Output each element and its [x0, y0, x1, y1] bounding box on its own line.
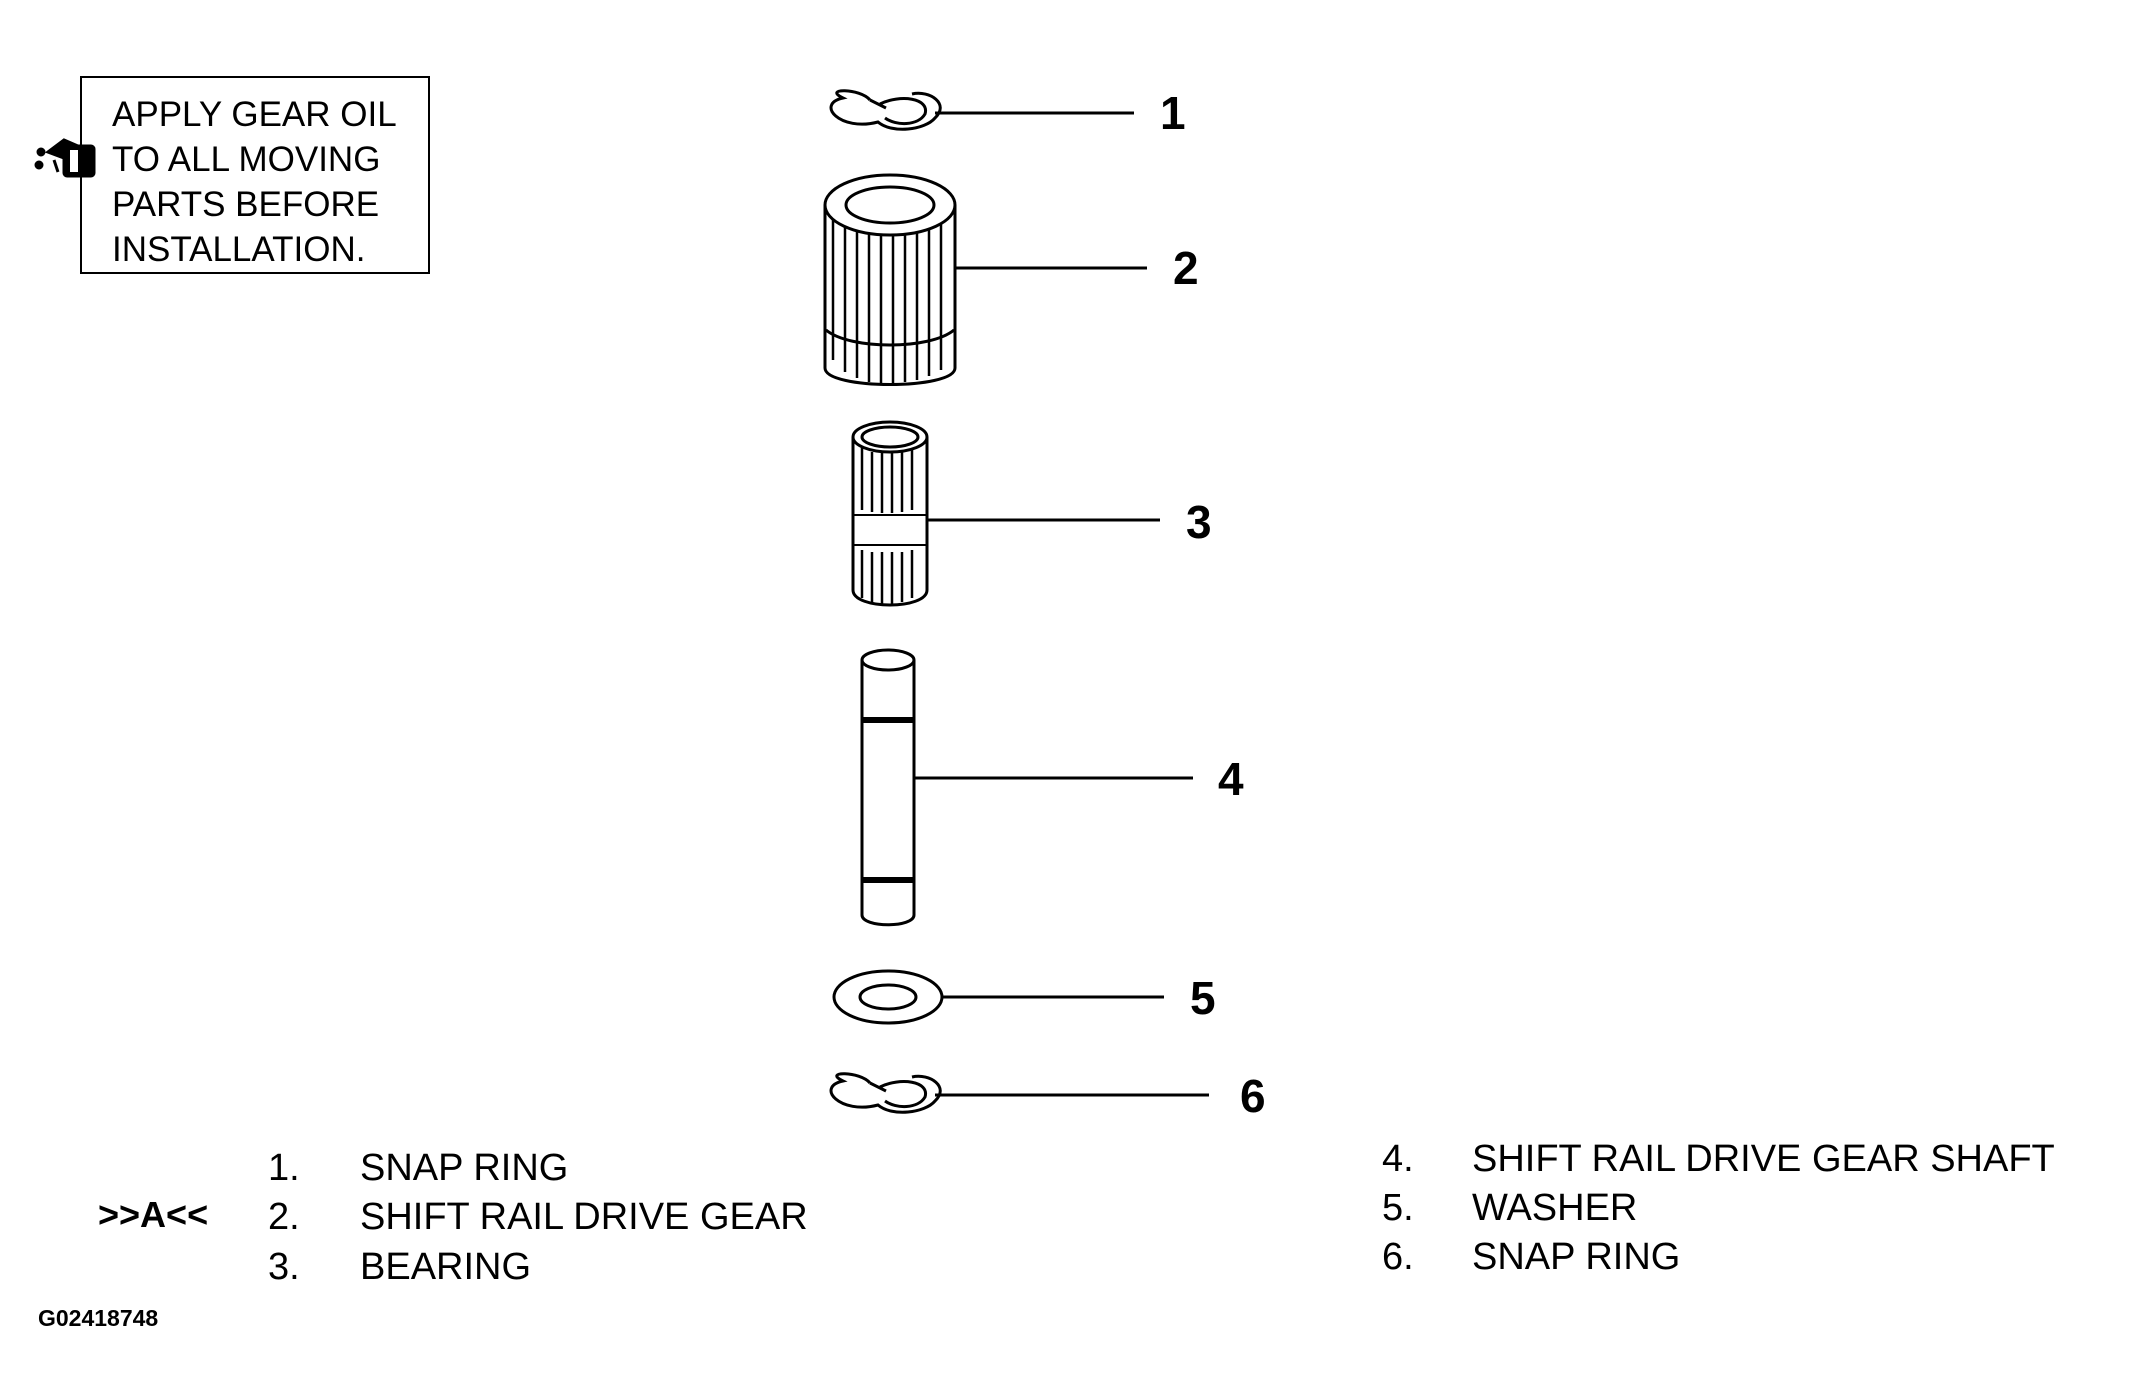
callout-4: 4	[1218, 753, 1244, 805]
legend-label-6: SNAP RING	[1472, 1236, 1681, 1278]
note-line-2: TO ALL MOVING	[112, 140, 381, 179]
gear-teeth	[831, 210, 943, 384]
oil-can-icon	[34, 138, 96, 178]
callout-1: 1	[1160, 87, 1186, 139]
note-line-3: PARTS BEFORE	[112, 185, 380, 224]
legend-label-2: SHIFT RAIL DRIVE GEAR	[360, 1196, 808, 1238]
snap-ring-top	[829, 89, 942, 131]
note-box	[80, 76, 430, 274]
gear-oil-note: APPLY GEAR OIL TO ALL MOVING PARTS BEFOR…	[112, 92, 397, 272]
note-line-1: APPLY GEAR OIL	[112, 95, 397, 134]
legend-num-3: 3.	[268, 1246, 300, 1288]
needle-bearing	[851, 420, 929, 607]
legend-num-6: 6.	[1382, 1236, 1414, 1278]
figure-id: G02418748	[38, 1305, 159, 1331]
note-line-4: INSTALLATION.	[112, 230, 366, 269]
legend-label-5: WASHER	[1472, 1187, 1638, 1229]
legend-num-5: 5.	[1382, 1187, 1414, 1229]
legend-num-1: 1.	[268, 1147, 300, 1189]
legend-label-4: SHIFT RAIL DRIVE GEAR SHAFT	[1472, 1138, 2055, 1180]
snap-ring-bottom	[829, 1072, 942, 1114]
callout-3: 3	[1186, 496, 1212, 548]
legend-label-1: SNAP RING	[360, 1147, 569, 1189]
callout-5: 5	[1190, 972, 1216, 1024]
legend-label-3: BEARING	[360, 1246, 532, 1288]
callout-2: 2	[1173, 242, 1199, 294]
gear-shaft	[860, 648, 916, 927]
washer	[832, 969, 944, 1025]
callout-6: 6	[1240, 1070, 1266, 1122]
reference-mark: >>A<<	[98, 1194, 209, 1235]
legend-num-4: 4.	[1382, 1138, 1414, 1180]
shift-rail-drive-gear	[823, 173, 957, 386]
bearing-needles	[860, 448, 914, 604]
legend-num-2: 2.	[268, 1196, 300, 1238]
